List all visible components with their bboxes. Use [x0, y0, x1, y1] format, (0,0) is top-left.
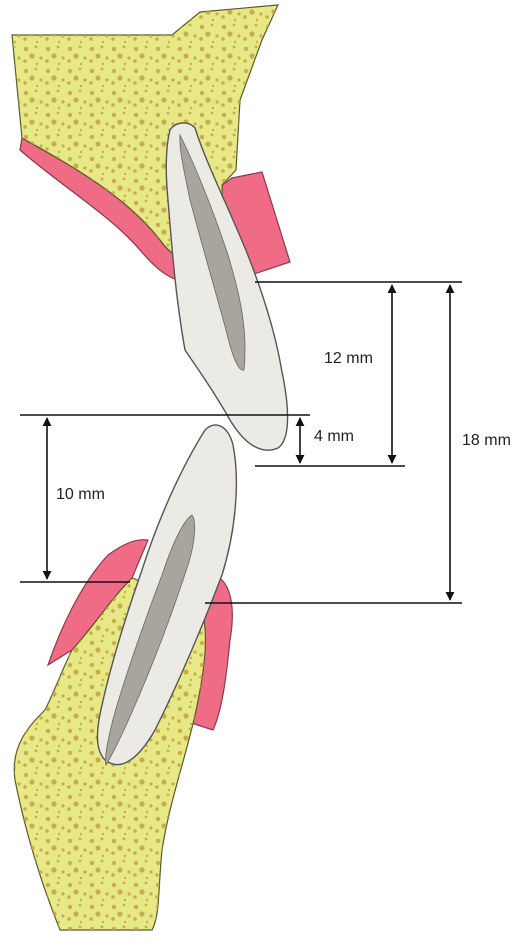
- label-4mm: 4 mm: [314, 428, 354, 446]
- label-12mm: 12 mm: [324, 350, 373, 368]
- label-10mm: 10 mm: [56, 486, 105, 504]
- label-18mm: 18 mm: [462, 432, 511, 450]
- upper-jaw: [12, 5, 290, 450]
